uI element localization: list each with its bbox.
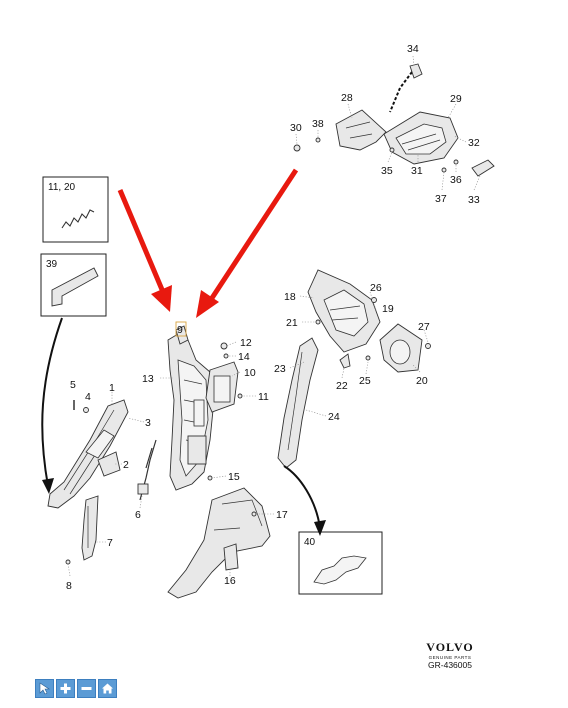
callout-8: 8 [66, 580, 72, 592]
diagram-reference: GR-436005 [428, 660, 472, 670]
callout-36: 36 [450, 174, 462, 186]
brand-logo: VOLVO [426, 640, 474, 654]
callout-2: 2 [123, 459, 129, 471]
upper-trim-assembly [293, 55, 495, 191]
callout-20: 20 [416, 375, 428, 387]
callout-33: 33 [468, 194, 480, 206]
zoom-in-button[interactable] [56, 679, 75, 698]
callout-30: 30 [290, 122, 302, 134]
callout-32: 32 [468, 137, 480, 149]
callout-21: 21 [286, 317, 298, 329]
callout-14: 14 [238, 351, 250, 363]
callout-3: 3 [145, 417, 151, 429]
callout-9: 9 [177, 324, 183, 336]
home-icon [102, 683, 113, 694]
callout-29: 29 [450, 93, 462, 105]
red-arrow-left-head [151, 285, 172, 312]
center-pillar-assembly [160, 321, 274, 599]
callout-12: 12 [240, 337, 252, 349]
callout-15: 15 [228, 471, 240, 483]
red-arrow-left [117, 189, 166, 293]
inset-label-bracket: 39 [46, 259, 58, 270]
callout-31: 31 [411, 165, 423, 177]
inset-spring [42, 176, 109, 243]
callout-13: 13 [142, 373, 154, 385]
callout-19: 19 [382, 303, 394, 315]
inset-bracket [40, 253, 107, 317]
callout-34: 34 [407, 43, 419, 55]
callout-28: 28 [341, 92, 353, 104]
red-arrow-right [209, 168, 299, 300]
callout-10: 10 [244, 367, 256, 379]
callout-35: 35 [381, 165, 393, 177]
callout-22: 22 [336, 380, 348, 392]
callout-6: 6 [135, 509, 141, 521]
select-button[interactable] [35, 679, 54, 698]
callout-37: 37 [435, 193, 447, 205]
callout-25: 25 [359, 375, 371, 387]
callout-18: 18 [284, 291, 296, 303]
callout-11: 11 [258, 391, 269, 403]
callout-5: 5 [70, 379, 76, 391]
inset-label-pad: 40 [304, 537, 316, 548]
callout-27: 27 [418, 321, 430, 333]
viewer-toolbar [35, 679, 117, 698]
brand-block: VOLVO GENUINE PARTS [420, 640, 480, 660]
right-pillar-assembly [277, 269, 431, 469]
callout-labels: 1 2 3 4 5 6 7 8 9 10 11 12 13 14 15 16 1… [66, 43, 480, 592]
home-button[interactable] [98, 679, 117, 698]
callout-17: 17 [276, 509, 288, 521]
zoom-in-icon [60, 683, 71, 694]
callout-38: 38 [312, 118, 324, 130]
callout-4: 4 [85, 391, 91, 403]
zoom-out-button[interactable] [77, 679, 96, 698]
zoom-out-icon [81, 687, 92, 690]
callout-24: 24 [328, 411, 340, 423]
callout-23: 23 [274, 363, 286, 375]
brand-subtitle: GENUINE PARTS [428, 655, 472, 660]
callout-7: 7 [107, 537, 113, 549]
callout-26: 26 [370, 282, 382, 294]
select-icon [39, 682, 50, 695]
curved-pointers [41, 317, 326, 536]
callout-16: 16 [224, 575, 236, 587]
callout-1: 1 [109, 382, 115, 394]
red-arrows [117, 168, 299, 318]
inset-label-spring: 11, 20 [48, 182, 75, 193]
red-arrow-right-head [196, 290, 219, 318]
left-pillar-assembly [47, 392, 157, 577]
inset-labels: 11, 20 39 40 [46, 182, 316, 548]
inset-pad [298, 531, 383, 595]
